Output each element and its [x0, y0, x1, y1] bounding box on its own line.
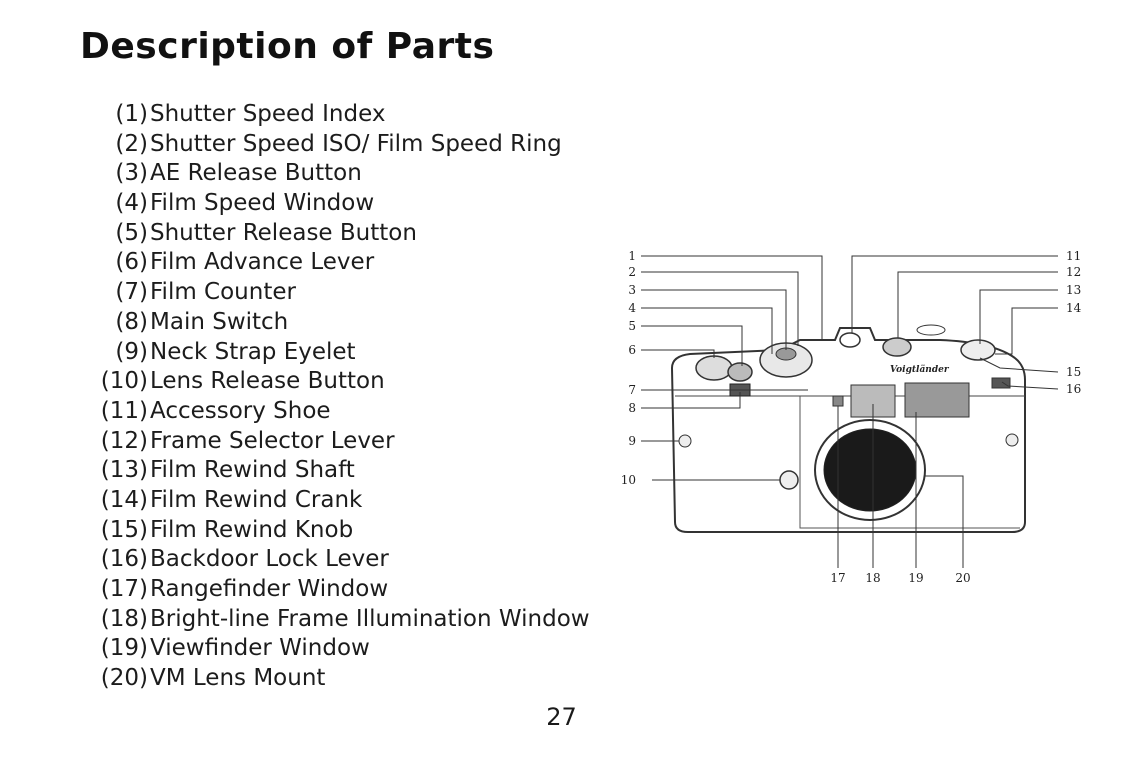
part-number: (19): [100, 635, 148, 662]
part-number: (4): [115, 190, 148, 217]
part-number: (10): [100, 368, 148, 395]
part-number: (5): [115, 219, 148, 246]
callouts-bottom: 17 18 19 20: [830, 571, 970, 585]
part-item: (3)AE Release Button: [78, 159, 590, 189]
part-label: Neck Strap Eyelet: [150, 338, 356, 365]
part-number: (9): [115, 338, 148, 365]
camera-body: [670, 327, 1026, 533]
part-label: Film Counter: [150, 279, 296, 306]
lens-release-button: [779, 470, 799, 490]
part-item: (17)Rangefinder Window: [78, 575, 590, 605]
part-item: (5)Shutter Release Button: [78, 219, 590, 249]
callout-number: 4: [628, 301, 636, 315]
callout-number: 2: [628, 265, 636, 279]
callout-number: 14: [1066, 301, 1082, 315]
part-item: (10)Lens Release Button: [78, 367, 590, 397]
callout-number: 15: [1066, 365, 1081, 379]
part-item: (14)Film Rewind Crank: [78, 486, 590, 516]
part-item: (4)Film Speed Window: [78, 189, 590, 219]
callout-number: 3: [628, 283, 636, 297]
part-label: Shutter Speed ISO/ Film Speed Ring: [150, 130, 562, 157]
part-number: (15): [100, 516, 148, 543]
part-label: Film Advance Lever: [150, 249, 375, 276]
part-number: (16): [100, 546, 148, 573]
part-label: Film Speed Window: [150, 190, 375, 217]
part-number: (2): [115, 130, 148, 157]
callout-number: 6: [628, 343, 636, 357]
part-number: (3): [115, 160, 148, 187]
strap-eyelet-right: [1005, 433, 1019, 447]
callout-number: 10: [621, 473, 636, 487]
part-number: (8): [115, 308, 148, 335]
part-label: Rangefinder Window: [150, 576, 389, 602]
strap-eyelet-left: [678, 434, 692, 448]
part-label: Film Rewind Knob: [150, 516, 354, 543]
part-number: (14): [100, 486, 148, 513]
part-number: (7): [115, 279, 148, 306]
part-item: (7)Film Counter: [78, 278, 590, 308]
callout-number: 19: [908, 571, 923, 585]
callout-number: 11: [1066, 249, 1081, 263]
part-item: (11)Accessory Shoe: [78, 397, 590, 427]
callout-number: 9: [628, 434, 636, 448]
part-number: (20): [100, 665, 148, 692]
part-label: Lens Release Button: [150, 368, 385, 395]
callouts-left: 1 2 3 4 5 6 7 8 9 10: [621, 249, 637, 487]
callout-number: 13: [1066, 283, 1081, 297]
part-number: (12): [100, 427, 148, 454]
part-number: (17): [100, 576, 148, 602]
page-number: 27: [546, 703, 577, 731]
lens-mount: [814, 419, 926, 521]
part-item: (20)VM Lens Mount: [78, 664, 590, 694]
part-label: Bright-line Frame Illumination Window: [150, 605, 590, 632]
viewfinder-window: [904, 382, 970, 418]
callout-number: 7: [628, 383, 636, 397]
part-label: Backdoor Lock Lever: [150, 546, 389, 573]
part-item: (1)Shutter Speed Index: [78, 100, 590, 130]
callout-number: 17: [830, 571, 845, 585]
part-item: (9)Neck Strap Eyelet: [78, 338, 590, 368]
part-label: Viewfinder Window: [150, 635, 370, 662]
part-label: Shutter Release Button: [150, 219, 417, 246]
callout-number: 12: [1066, 265, 1081, 279]
part-label: Accessory Shoe: [150, 397, 331, 424]
part-number: (6): [115, 249, 148, 276]
brand-mark: Voigtländer: [890, 364, 950, 375]
callout-number: 5: [628, 319, 636, 333]
callout-number: 8: [628, 401, 636, 415]
part-item: (2)Shutter Speed ISO/ Film Speed Ring: [78, 130, 590, 160]
part-number: (18): [100, 605, 148, 632]
part-item: (19)Viewfinder Window: [78, 634, 590, 664]
part-label: Film Rewind Crank: [150, 486, 363, 513]
page-title: Description of Parts: [80, 26, 495, 67]
part-label: Shutter Speed Index: [150, 101, 386, 127]
part-label: VM Lens Mount: [150, 665, 326, 692]
callout-number: 18: [865, 571, 880, 585]
part-item: (13)Film Rewind Shaft: [78, 456, 590, 486]
part-item: (18)Bright-line Frame Illumination Windo…: [78, 605, 590, 635]
part-label: Main Switch: [150, 308, 289, 335]
part-label: AE Release Button: [150, 160, 362, 187]
part-label: Frame Selector Lever: [150, 427, 395, 454]
part-item: (6)Film Advance Lever: [78, 248, 590, 278]
part-number: (1): [115, 101, 148, 127]
callout-number: 16: [1066, 382, 1081, 396]
callouts-right: 11 12 13 14 15 16: [1066, 249, 1082, 396]
part-item: (12)Frame Selector Lever: [78, 427, 590, 457]
part-number: (13): [100, 457, 148, 484]
callout-number: 20: [955, 571, 970, 585]
part-item: (15)Film Rewind Knob: [78, 516, 590, 546]
part-label: Film Rewind Shaft: [150, 457, 355, 484]
part-number: (11): [100, 397, 148, 424]
part-item: (8)Main Switch: [78, 308, 590, 338]
callout-number: 1: [628, 249, 636, 263]
parts-list: (1)Shutter Speed Index(2)Shutter Speed I…: [78, 100, 590, 694]
part-item: (16)Backdoor Lock Lever: [78, 545, 590, 575]
rangefinder-window: [832, 395, 844, 407]
